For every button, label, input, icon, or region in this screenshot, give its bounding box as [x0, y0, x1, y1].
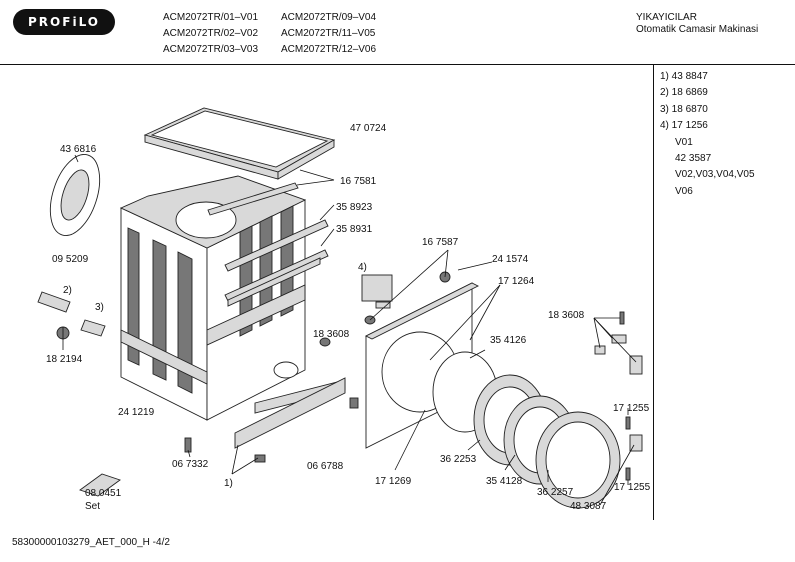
legend-panel: 1) 43 8847 2) 18 6869 3) 18 6870 4) 17 1… — [660, 69, 755, 200]
part-number-label: 18 3608 — [313, 329, 350, 340]
part-labels: 47 0724 43 6816 16 7581 35 8923 35 8931 … — [46, 123, 651, 512]
small-parts — [37, 154, 451, 497]
part-number-label: 43 6816 — [60, 144, 97, 155]
model-code: ACM2072TR/03–V03 — [163, 44, 259, 55]
part-number-label: 35 8931 — [336, 224, 373, 235]
marker-label: 1) — [224, 478, 233, 489]
category-block: YIKAYICILAR Otomatik Camasir Makinasi — [636, 12, 758, 36]
part-number-label: 35 4126 — [490, 335, 527, 346]
legend-item: 1) 43 8847 — [660, 71, 708, 82]
part-number-label: 16 7581 — [340, 176, 377, 187]
frame-side-rule — [653, 64, 654, 520]
part-number-label: 35 4128 — [486, 476, 523, 487]
part-number-label: 06 7332 — [172, 459, 209, 470]
marker-label: 2) — [63, 285, 72, 296]
part-number-label: 35 8923 — [336, 202, 373, 213]
leader-lines — [62, 154, 637, 506]
part-number-label: 36 2253 — [440, 454, 477, 465]
part-number-label: 47 0724 — [350, 123, 387, 134]
profilo-logo: PROFiLO — [13, 9, 115, 35]
door-assembly — [432, 351, 643, 509]
part-number-label: 06 6788 — [307, 461, 344, 472]
marker-label: 4) — [358, 262, 367, 273]
category-title: YIKAYICILAR — [636, 12, 697, 23]
part-number-label: 24 1219 — [118, 407, 155, 418]
model-list: ACM2072TR/01–V01 ACM2072TR/09–V04 ACM207… — [163, 12, 399, 55]
legend-item: 4) 17 1256 — [660, 120, 708, 132]
model-code: ACM2072TR/11–V05 — [281, 28, 376, 39]
model-code: ACM2072TR/12–V06 — [281, 44, 377, 55]
hinge-brackets — [594, 311, 643, 375]
part-number-label: 18 2194 — [46, 354, 83, 365]
document-code: 58300000103279_AET_000_H -4/2 — [12, 537, 170, 548]
set-label: Set — [85, 501, 100, 512]
model-code: ACM2072TR/02–V02 — [163, 28, 259, 39]
part-number-label: 36 2257 — [537, 487, 574, 498]
crossbar-rails — [207, 182, 329, 307]
model-code: ACM2072TR/01–V01 — [163, 12, 259, 23]
model-code: ACM2072TR/09–V04 — [281, 12, 377, 23]
part-number-label: 17 1264 — [498, 276, 535, 287]
part-number-label: 24 1574 — [492, 254, 529, 265]
frame-top-rule — [0, 64, 795, 65]
marker-label: 3) — [95, 302, 104, 313]
legend-item: V02,V03,V04,V05 — [675, 169, 755, 181]
part-number-label: 17 1255 — [613, 403, 650, 414]
category-subtitle: Otomatik Camasir Makinasi — [636, 24, 759, 35]
toe-plinth — [234, 377, 359, 463]
legend-item: 3) 18 6870 — [660, 103, 708, 115]
part-number-label: 17 1255 — [614, 482, 651, 493]
worktop-lid — [143, 107, 336, 180]
part-number-label: 08 0451 — [85, 488, 122, 499]
part-number-label: 16 7587 — [422, 237, 459, 248]
part-number-label: 18 3608 — [548, 310, 585, 321]
legend-item: 42 3587 — [675, 152, 712, 164]
legend-item: V06 — [675, 185, 693, 197]
legend-item: V01 — [675, 136, 693, 148]
part-number-label: 48 3087 — [570, 501, 607, 512]
part-number-label: 09 5209 — [52, 254, 89, 265]
legend-item: 2) 18 6869 — [660, 87, 708, 99]
part-number-label: 17 1269 — [375, 476, 412, 487]
